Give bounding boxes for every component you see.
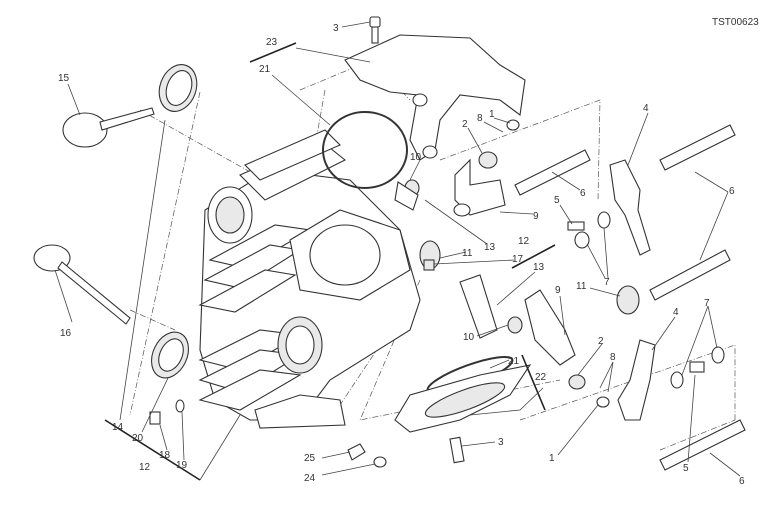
- callout-1: 1: [489, 109, 495, 120]
- bracket-25: [347, 443, 366, 461]
- adjuster-2-mid: [568, 374, 586, 390]
- callout-2: 2: [462, 119, 468, 130]
- callout-21: 21: [259, 64, 271, 75]
- callout-12: 12: [518, 236, 530, 247]
- callout-19: 19: [176, 460, 188, 471]
- callout-13: 13: [484, 242, 496, 253]
- callout-24: 24: [304, 473, 316, 484]
- callout-22: 22: [535, 372, 547, 383]
- rocker-shafts-6: [514, 124, 746, 471]
- callout-20: 20: [132, 433, 144, 444]
- callout-7: 7: [604, 277, 610, 288]
- washer-19: [175, 399, 185, 413]
- callout-3: 3: [498, 437, 504, 448]
- spring-lower: [616, 285, 640, 315]
- callout-12: 12: [139, 462, 151, 473]
- callout-6: 6: [580, 188, 586, 199]
- callout-18: 18: [159, 450, 171, 461]
- valve-15: [62, 107, 155, 148]
- callout-13: 13: [533, 262, 545, 273]
- callout-4: 4: [673, 307, 679, 318]
- callout-15: 15: [58, 73, 70, 84]
- pin-1-top: [506, 119, 520, 131]
- bracket-22: [521, 354, 546, 411]
- valve-cover: [344, 34, 526, 161]
- callout-1: 1: [549, 453, 555, 464]
- callout-23: 23: [266, 37, 278, 48]
- washer-7-d: [711, 346, 725, 364]
- callout-6: 6: [739, 476, 745, 487]
- leader-lines: [54, 21, 741, 481]
- callout-21: 21: [508, 356, 520, 367]
- bracket-12-bot: [104, 419, 201, 481]
- callout-11: 11: [576, 281, 587, 292]
- callout-6: 6: [729, 186, 735, 197]
- callout-10: 10: [410, 152, 422, 163]
- callout-9: 9: [533, 211, 539, 222]
- seal-20: [151, 331, 189, 379]
- callout-14: 14: [112, 422, 124, 433]
- callout-7: 7: [704, 298, 710, 309]
- lower-cover: [394, 355, 532, 433]
- callout-16: 16: [60, 328, 72, 339]
- rocker-fork-4-top: [609, 159, 651, 256]
- callout-8: 8: [610, 352, 616, 363]
- valve-seat-ring: [158, 64, 198, 112]
- callout-11: 11: [462, 248, 473, 259]
- o-ring-21: [322, 111, 408, 189]
- screw-24: [373, 456, 387, 468]
- tappet-13-top: [394, 181, 419, 211]
- bracket-23: [249, 42, 297, 63]
- callout-10: 10: [463, 332, 475, 343]
- callout-labels: TST00623 3 23 21 15 1 8 2 4 10 6 6 9 5 1…: [58, 17, 759, 487]
- tappet-13-mid: [459, 274, 498, 339]
- callout-25: 25: [304, 453, 316, 464]
- callout-3: 3: [333, 23, 339, 34]
- rocker-arm-lower: [524, 289, 576, 366]
- callout-2: 2: [598, 336, 604, 347]
- screw-3-top: [369, 16, 381, 44]
- rocker-arm-upper: [453, 158, 506, 217]
- rocker-fork-4-bot: [617, 339, 656, 421]
- callout-5: 5: [683, 463, 689, 474]
- pin-1-bot: [596, 396, 610, 408]
- clip-5-top: [567, 221, 585, 231]
- callout-17: 17: [512, 254, 524, 265]
- callout-8: 8: [477, 113, 483, 124]
- callout-9: 9: [555, 285, 561, 296]
- cylinder-head: [198, 129, 421, 429]
- callout-4: 4: [643, 103, 649, 114]
- nut-10-mid: [507, 316, 523, 334]
- washer-7-b: [574, 231, 590, 249]
- washer-7-a: [597, 211, 611, 229]
- washer-7-c: [670, 371, 684, 389]
- diagram-code: TST00623: [712, 17, 759, 28]
- adjuster-2-top: [478, 151, 498, 169]
- plug-17: [423, 259, 435, 271]
- screw-3-bot: [449, 436, 465, 464]
- screw-18: [149, 411, 161, 425]
- valve-16: [33, 244, 131, 325]
- bracket-12-top: [511, 244, 556, 269]
- clip-5-bot: [689, 361, 705, 373]
- callout-5: 5: [554, 195, 560, 206]
